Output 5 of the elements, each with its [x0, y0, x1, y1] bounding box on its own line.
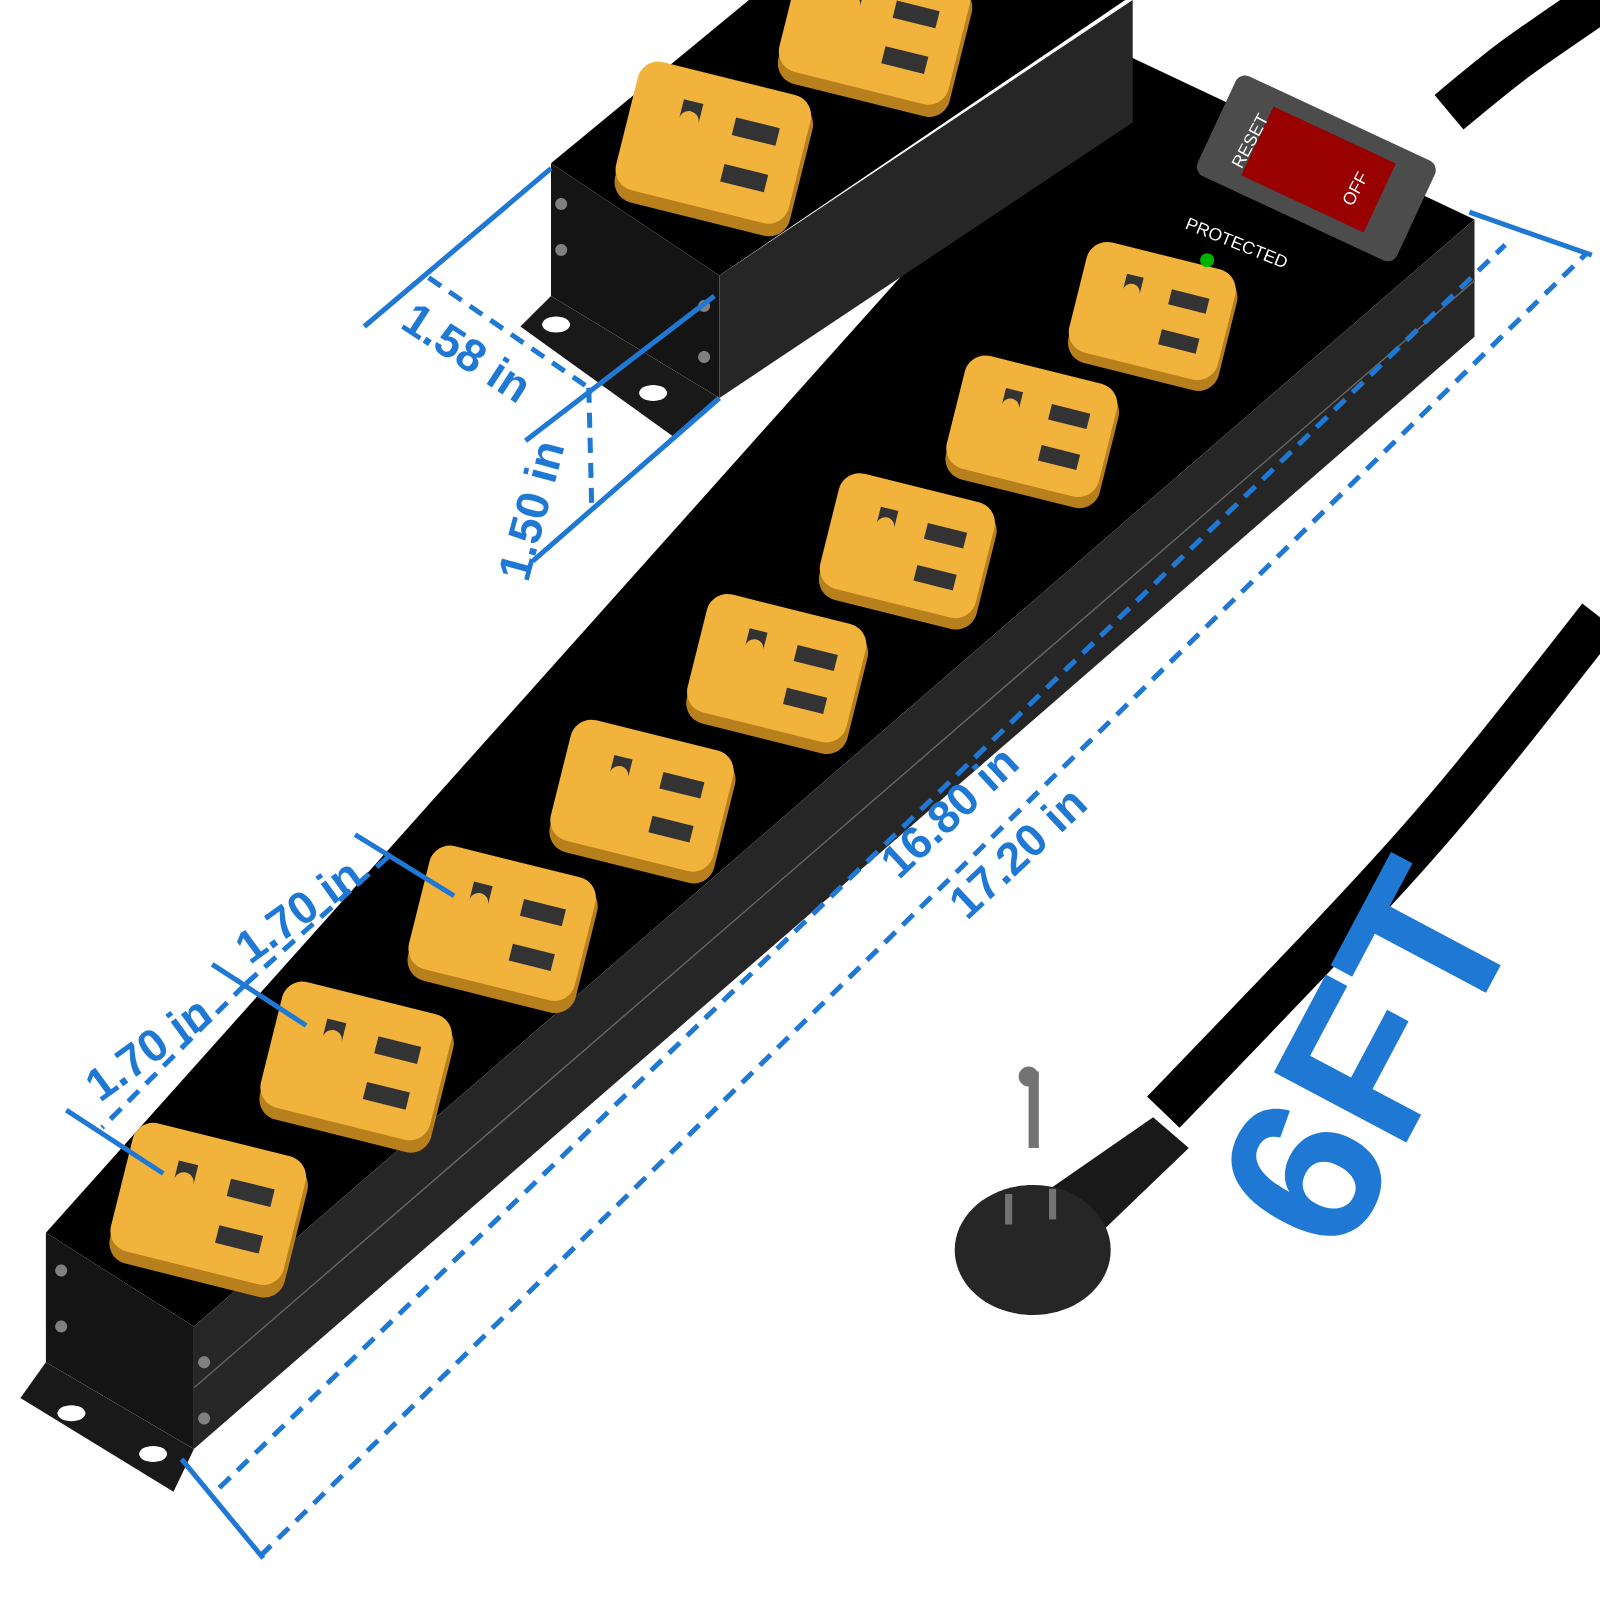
dimension-label: 1.50 in — [500, 444, 565, 581]
length-label: 6FT — [1231, 851, 1501, 1236]
printed-label: OFF — [1343, 171, 1366, 205]
dimension-label: 1.58 in — [401, 306, 527, 403]
dimension-label: 1.70 in — [87, 1004, 213, 1102]
